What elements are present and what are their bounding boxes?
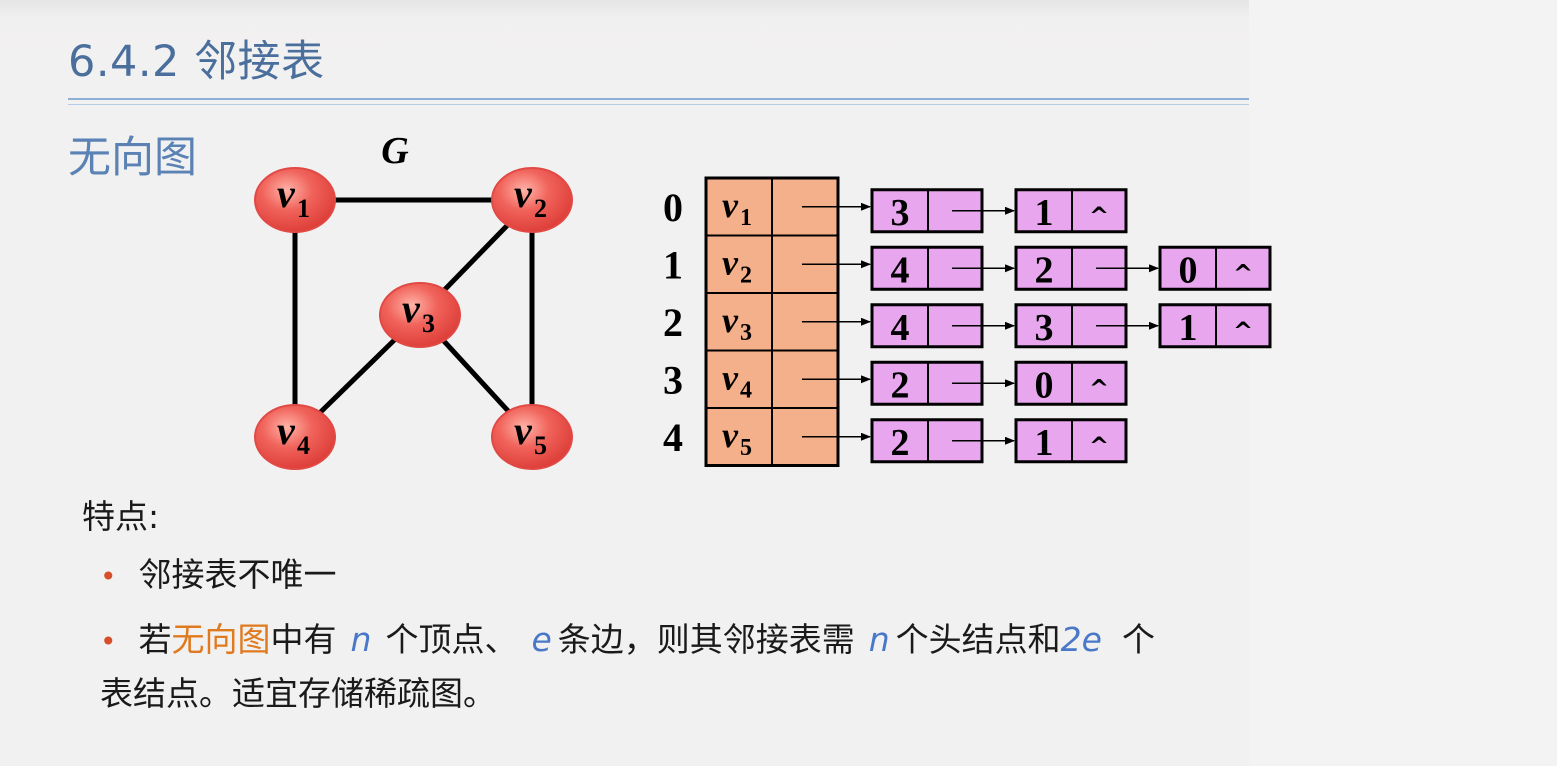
null-pointer: ^	[1089, 374, 1109, 402]
features-heading: 特点:	[82, 497, 160, 536]
bullet-text: 若	[138, 620, 172, 659]
null-pointer: ^	[1233, 259, 1253, 287]
bullet-text: 邻接表不唯一	[138, 555, 337, 594]
vertex-circle	[254, 167, 336, 233]
list-node-value: 1	[1035, 192, 1054, 234]
vertex-circle	[491, 404, 573, 470]
bullet-text: 个顶点、	[385, 620, 518, 659]
bullet-text: 个头结点和	[895, 620, 1061, 659]
list-node: 0^	[1014, 360, 1128, 406]
list-node-value: 2	[891, 422, 910, 464]
head-vertex-label: v	[722, 300, 739, 340]
row-index: 3	[663, 357, 683, 402]
null-pointer: ^	[1233, 317, 1253, 345]
head-vertex-label: v	[722, 357, 739, 397]
graph-label: G	[381, 130, 409, 172]
variable-e: e	[531, 620, 552, 659]
head-vertex-label: v	[722, 415, 739, 455]
list-node-value: 3	[891, 192, 910, 234]
vertex-label: v	[402, 286, 421, 331]
vertex-subscript: 5	[534, 431, 547, 460]
list-node-value: 0	[1035, 364, 1054, 406]
vertex-subscript: 2	[534, 194, 547, 223]
list-node: 2	[1014, 245, 1159, 291]
vertex-label: v	[277, 171, 296, 216]
vertex-label: v	[277, 408, 296, 453]
bullet-item: • 邻接表不唯一	[100, 551, 337, 601]
list-node-value: 4	[891, 307, 910, 349]
section-subtitle: 无向图	[68, 133, 197, 183]
variable-n: n	[868, 620, 890, 659]
vertex-subscript: 1	[297, 194, 310, 223]
head-vertex-subscript: 1	[740, 205, 752, 231]
vertex-subscript: 4	[297, 431, 310, 460]
head-vertex-label: v	[722, 185, 739, 225]
side-panel	[1249, 0, 1557, 766]
head-vertex-subscript: 5	[740, 435, 752, 461]
list-node: 1^	[1014, 188, 1128, 234]
bullet-text: 中有	[270, 620, 337, 659]
row-index: 1	[663, 242, 683, 287]
row-index: 4	[663, 415, 683, 460]
list-node-value: 4	[891, 249, 910, 291]
list-node: 4	[870, 245, 1015, 291]
null-pointer: ^	[1089, 432, 1109, 460]
bullet-text: 个	[1121, 620, 1155, 659]
vertex-subscript: 3	[422, 309, 435, 338]
row-index: 0	[663, 185, 683, 230]
list-node-value: 2	[1035, 249, 1054, 291]
list-node-value: 1	[1035, 422, 1054, 464]
list-node: 2	[870, 418, 1015, 464]
list-node-value: 2	[891, 364, 910, 406]
vertex-label: v	[514, 171, 533, 216]
title-divider	[68, 98, 1249, 100]
head-vertex-subscript: 3	[740, 320, 752, 346]
list-node: 1^	[1158, 303, 1272, 349]
bullet-text: 条边，则其邻接表需	[557, 620, 855, 659]
vertex-circle	[379, 282, 461, 348]
bullet-dot: •	[100, 625, 117, 658]
variable-n: n	[350, 620, 372, 659]
vertex-label: v	[514, 408, 533, 453]
highlight-term: 无向图	[171, 620, 271, 659]
row-index: 2	[663, 300, 683, 345]
title-divider-thin	[68, 104, 1249, 105]
list-node-value: 3	[1035, 307, 1054, 349]
bullet-text-continued: 表结点。适宜存储稀疏图。	[100, 674, 496, 713]
list-node: 4	[870, 303, 1015, 349]
list-node-value: 1	[1179, 307, 1198, 349]
bullet-dot: •	[100, 560, 117, 593]
list-node: 3	[870, 188, 1015, 234]
list-node: 0^	[1158, 245, 1272, 291]
head-vertex-subscript: 4	[740, 377, 752, 403]
list-node-value: 0	[1179, 249, 1198, 291]
slide-title: 6.4.2 邻接表	[68, 37, 325, 87]
vertex-circle	[254, 404, 336, 470]
head-vertex-label: v	[722, 242, 739, 282]
null-pointer: ^	[1089, 202, 1109, 230]
list-node: 1^	[1014, 418, 1128, 464]
head-vertex-subscript: 2	[740, 262, 752, 288]
variable-2e: 2e	[1060, 620, 1102, 659]
list-node: 2	[870, 360, 1015, 406]
list-node: 3	[1014, 303, 1159, 349]
vertex-circle	[491, 167, 573, 233]
